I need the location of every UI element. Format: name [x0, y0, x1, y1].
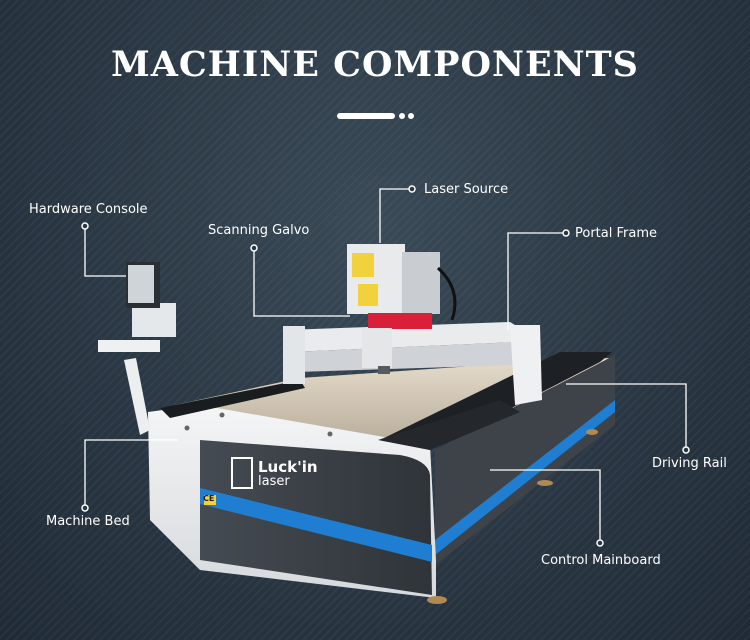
warning-label	[352, 253, 374, 277]
divider-dot	[408, 113, 414, 119]
label-control-mainboard: Control Mainboard	[541, 553, 661, 568]
galvo-head	[368, 313, 432, 329]
laser-source-side	[402, 252, 440, 314]
divider-dot	[399, 113, 405, 119]
brand-name: Luck'in	[258, 458, 318, 476]
console-arm	[124, 358, 150, 435]
ce-mark	[204, 495, 216, 505]
console-screen	[128, 265, 154, 303]
label-portal-frame: Portal Frame	[575, 226, 657, 241]
galvo-mount	[362, 328, 392, 368]
label-driving-rail: Driving Rail	[652, 456, 727, 471]
label-scanning-galvo: Scanning Galvo	[208, 223, 310, 238]
page-title: MACHINE COMPONENTS	[111, 44, 639, 85]
label-hardware-console: Hardware Console	[29, 202, 148, 217]
portal-left-post	[283, 326, 305, 384]
brand-subname: laser	[258, 474, 290, 489]
label-laser-source: Laser Source	[424, 182, 509, 197]
divider-bar	[337, 113, 395, 119]
machine-foot	[537, 480, 553, 486]
portal-frame-beam	[292, 342, 518, 372]
machine-foot	[586, 429, 598, 435]
side-blue-stripe	[435, 400, 615, 555]
brand-logo-mark	[231, 457, 253, 489]
machine-foot	[427, 596, 447, 604]
front-bellow	[378, 400, 520, 450]
ce-mark-text: CE	[203, 494, 215, 503]
front-blue-stripe	[200, 488, 432, 562]
warning-label	[358, 284, 378, 306]
left-bellow-rail	[160, 380, 305, 418]
portal-frame	[285, 322, 520, 352]
leader-dots	[81, 185, 690, 547]
label-machine-bed: Machine Bed	[46, 514, 130, 529]
galvo-lens	[378, 366, 390, 374]
laser-cable	[436, 266, 457, 321]
portal-right-post	[510, 325, 542, 405]
console-shelf	[98, 340, 160, 352]
leader-lines	[84, 188, 687, 543]
console-box	[132, 303, 176, 337]
